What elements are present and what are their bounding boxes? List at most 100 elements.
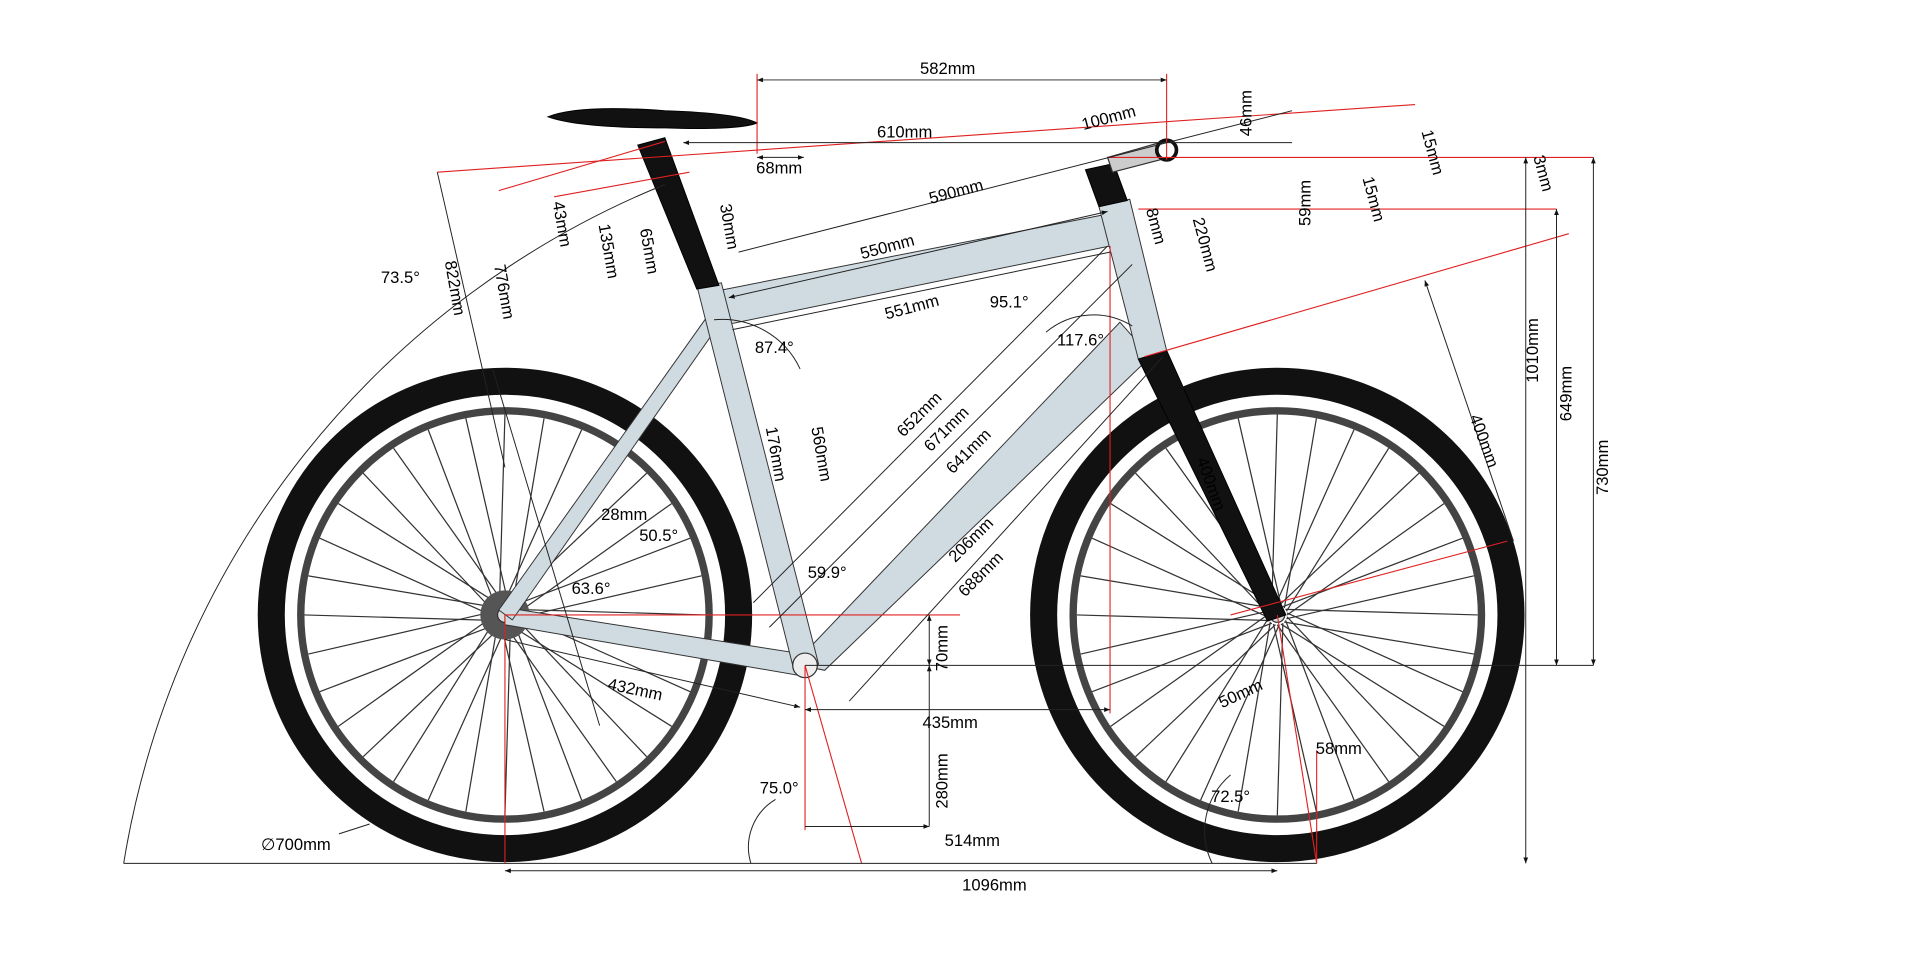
headset-spacers (1084, 163, 1128, 208)
label-117-6deg: 117.6° (1057, 331, 1104, 350)
label-514mm: 514mm (945, 831, 1000, 850)
spoke (319, 537, 496, 618)
label-582mm: 582mm (920, 59, 975, 78)
spoke (514, 616, 648, 758)
spoke (1091, 537, 1268, 618)
spoke (1110, 503, 1274, 607)
spoke (362, 472, 496, 614)
spoke (1282, 537, 1463, 608)
label-72-5deg: 72.5° (1211, 787, 1250, 806)
spoke (1284, 620, 1355, 801)
label-95-1deg: 95.1° (990, 292, 1029, 311)
spoke (512, 620, 583, 801)
spoke (1135, 624, 1276, 758)
label-822mm: 822mm (441, 259, 469, 317)
spoke (1091, 622, 1273, 693)
spoke (1237, 621, 1271, 812)
spoke (1276, 624, 1390, 782)
label-590mm: 590mm (927, 175, 985, 208)
chainstay (504, 606, 806, 678)
spoke (1272, 623, 1318, 812)
front-rim (1069, 407, 1486, 823)
spoke (1286, 575, 1475, 620)
label-68mm: 68mm (756, 158, 802, 177)
spoke (513, 608, 706, 616)
label-73-5deg: 73.5° (381, 268, 420, 287)
spoke (1285, 608, 1478, 616)
label-wheel-diameter: ∅700mm (261, 835, 331, 854)
spoke (504, 624, 617, 782)
label-3mm: 3mm (1529, 153, 1557, 194)
spoke (500, 623, 545, 812)
label-400mm-offset: 400mm (1466, 412, 1503, 471)
spoke (1286, 612, 1463, 693)
label-43mm: 43mm (549, 200, 576, 249)
dimension-lines (123, 77, 1596, 874)
label-87-4deg: 87.4° (755, 338, 794, 357)
spoke (1080, 610, 1269, 655)
spoke (1110, 614, 1268, 727)
label-776mm: 776mm (490, 263, 518, 321)
spoke (1283, 418, 1318, 609)
spoke (362, 624, 504, 758)
spoke (513, 575, 702, 620)
label-46mm: 46mm (1236, 90, 1255, 136)
spoke (1280, 623, 1445, 727)
label-432mm: 432mm (606, 674, 664, 704)
spoke (1278, 472, 1420, 606)
spoke (1274, 429, 1355, 606)
spoke (1237, 418, 1282, 607)
front-spokes (1076, 414, 1478, 816)
label-65mm: 65mm (636, 227, 663, 276)
label-59-9deg: 59.9° (808, 563, 847, 582)
label-59mm: 59mm (1296, 180, 1315, 226)
spoke (1165, 618, 1269, 782)
spoke (1284, 621, 1475, 655)
label-1010mm: 1010mm (1523, 318, 1542, 383)
spoke (514, 503, 672, 616)
spoke (393, 618, 497, 782)
spoke (304, 614, 497, 622)
label-560mm: 560mm (807, 425, 835, 483)
spoke (465, 621, 499, 812)
label-551mm: 551mm (883, 291, 941, 324)
spoke (393, 447, 506, 606)
spoke (465, 418, 510, 607)
seatpost (637, 137, 720, 290)
label-1096mm: 1096mm (962, 875, 1027, 894)
saddle (546, 108, 759, 129)
spoke (1286, 503, 1445, 616)
spoke (1285, 447, 1390, 612)
label-730mm: 730mm (1593, 440, 1612, 495)
spoke (1276, 623, 1284, 816)
label-135mm: 135mm (595, 222, 623, 280)
label-8mm: 8mm (1142, 206, 1170, 247)
label-649mm: 649mm (1556, 366, 1575, 421)
spoke (511, 418, 545, 609)
label-28mm: 28mm (601, 505, 647, 524)
spoke (510, 537, 691, 608)
spoke (427, 624, 508, 801)
label-50mm: 50mm (1216, 675, 1266, 712)
rear-spokes (304, 414, 706, 816)
label-435mm: 435mm (922, 713, 977, 732)
spoke (1135, 472, 1269, 614)
spoke (502, 429, 583, 606)
frame (498, 198, 1168, 679)
spoke (319, 622, 500, 693)
spoke (308, 575, 499, 609)
spoke (1080, 575, 1271, 609)
spoke (498, 414, 506, 607)
spoke (1200, 624, 1280, 801)
spoke (308, 610, 497, 655)
label-15mm: 15mm (1358, 174, 1388, 223)
label-220mm: 220mm (1189, 215, 1222, 273)
label-100mm: 100mm (1079, 101, 1137, 134)
spoke (1271, 414, 1278, 607)
label-50-5deg: 50.5° (639, 526, 678, 545)
spoke (508, 623, 672, 727)
spoke (1076, 614, 1270, 622)
spoke (337, 503, 502, 607)
